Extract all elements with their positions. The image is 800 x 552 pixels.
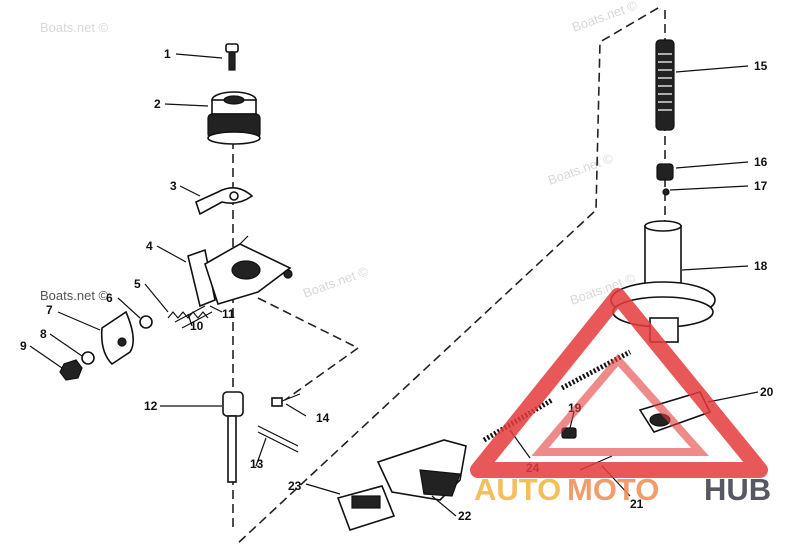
watermark-4: Boats.net © [301,263,371,301]
callout-1: 1 [164,47,171,61]
callout-21: 21 [630,497,644,511]
callout-10: 10 [190,319,204,333]
callout-4: 4 [146,239,153,253]
logo-text-moto: MOTO [567,472,659,507]
spring-parts-5-10-11 [167,305,213,329]
callout-12: 12 [144,399,158,413]
callout-14: 14 [316,411,330,425]
callout-3: 3 [170,179,177,193]
watermark-2: Boats.net © [570,0,640,35]
logo-text-auto: AUTO [474,472,561,507]
logo-text-hub: HUB [704,472,771,507]
watermark-3: Boats.net © [546,150,616,188]
callout-15: 15 [754,59,768,73]
callout-6: 6 [106,291,113,305]
callout-11: 11 [222,307,235,321]
callout-8: 8 [40,327,47,341]
callout-18: 18 [754,259,768,273]
callout-numbers: 1 2 3 4 5 6 7 8 9 10 11 12 13 14 15 16 1… [20,47,774,523]
spring-part-15 [655,39,675,131]
callout-23: 23 [288,479,302,493]
callout-17: 17 [754,179,768,193]
callout-22: 22 [458,509,472,523]
watermark-6: Boats.net © [40,288,109,303]
automotohub-logo: AUTO MOTO HUB [470,288,771,507]
bracket-part-4 [187,235,293,308]
shaft-parts-12-14 [222,391,301,483]
callout-20: 20 [760,385,774,399]
leader-lines [29,53,759,517]
callout-9: 9 [20,339,27,353]
callout-7: 7 [46,303,53,317]
watermark-1: Boats.net © [40,20,109,35]
callout-2: 2 [154,97,161,111]
callout-16: 16 [754,155,768,169]
linkage-parts-6-9 [59,310,153,381]
callout-5: 5 [134,277,141,291]
clip-part-3 [195,187,254,216]
callout-13: 13 [250,457,264,471]
handle-parts-22-23 [336,439,467,531]
bushing-parts-16-17 [656,163,674,196]
screw-part-1 [225,43,239,71]
gear-part-2 [207,91,261,145]
